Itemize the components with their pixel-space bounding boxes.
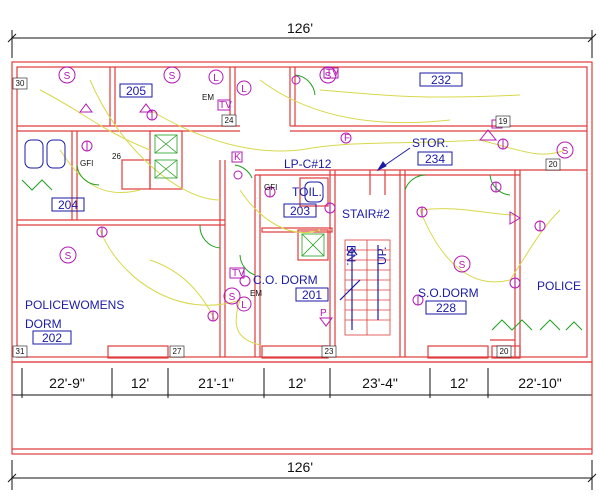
- light-label-2: L: [241, 84, 247, 95]
- segment-dim-2: 12': [131, 375, 149, 391]
- stair-up-label: UP.: [375, 247, 389, 265]
- room-policewomens-name: POLICEWOMENS: [25, 298, 124, 312]
- grid-tag-26: 26: [112, 152, 121, 161]
- p-label: P: [320, 308, 327, 319]
- gfi-label-1: GFI: [80, 159, 93, 168]
- room-202-number: 202: [42, 331, 62, 345]
- room-201-number: 201: [302, 288, 322, 302]
- speaker-label-2: S: [169, 71, 176, 82]
- room-number-boxes: [32, 72, 467, 345]
- top-dimension: [7, 30, 597, 58]
- segment-dim-7: 22'-10": [518, 375, 561, 391]
- speaker-label-5: S: [65, 251, 72, 262]
- grid-tag-27: 27: [173, 347, 182, 356]
- grid-tag-19: 19: [499, 117, 508, 126]
- light-label-1: L: [213, 73, 219, 84]
- wiring-runs: [39, 79, 566, 346]
- room-police-name: POLICE: [537, 279, 581, 293]
- room-204-number: 204: [58, 198, 78, 212]
- grid-tag-24: 24: [225, 116, 234, 125]
- room-stair-name: STAIR#2: [342, 207, 390, 221]
- light-label-3: L: [241, 300, 247, 311]
- speaker-label-1: S: [64, 71, 71, 82]
- segment-dim-3: 21'-1": [198, 375, 234, 391]
- light-symbols: [208, 69, 252, 312]
- grid-tag-23: 23: [325, 347, 334, 356]
- overall-dimension-top: 126': [287, 20, 313, 36]
- segment-dim-5: 23'-4": [362, 375, 398, 391]
- em-label-2: EM: [250, 289, 262, 298]
- grid-tag-20-bottom: 20: [500, 347, 509, 356]
- room-234-number: 234: [425, 152, 445, 166]
- room-co-dorm-name: C.O. DORM: [253, 273, 318, 287]
- toilet-fixtures: [24, 139, 324, 203]
- misc-device-boxes: [79, 67, 521, 327]
- shaft-x-marks: [154, 134, 325, 257]
- panel-label: LP-C#12: [284, 157, 332, 171]
- grid-tag-boxes: [12, 77, 561, 358]
- outlet-symbols: [81, 109, 546, 322]
- room-205-number: 205: [126, 84, 146, 98]
- gfi-label-2: GFI: [264, 183, 277, 192]
- tv-label-2: TV: [326, 68, 339, 79]
- grid-tag-30: 30: [16, 79, 25, 88]
- speaker-label-6: S: [459, 260, 466, 271]
- walls: [11, 61, 593, 455]
- tv-label-1: TV: [219, 100, 232, 111]
- tv-label-3: TV: [232, 268, 245, 279]
- stair-arrows: [339, 245, 379, 330]
- room-203-number: 203: [290, 204, 310, 218]
- overall-dimension-bottom: 126': [287, 459, 313, 475]
- segment-dim-4: 12': [288, 375, 306, 391]
- speaker-label-4: S: [562, 146, 569, 157]
- room-232-number: 232: [431, 73, 451, 87]
- em-label-1: EM: [202, 93, 214, 102]
- stair-dn-label: DN.: [344, 245, 358, 266]
- panel-leader: [376, 147, 411, 172]
- f-label: F: [344, 133, 350, 144]
- speaker-label-3: S: [325, 71, 332, 82]
- segment-dimension-string: [12, 368, 593, 398]
- speaker-label-7: S: [229, 292, 236, 303]
- segment-dim-1: 22'-9": [49, 375, 85, 391]
- segment-dim-6: 12': [450, 375, 468, 391]
- grid-tag-20-top: 20: [549, 160, 558, 169]
- speaker-symbols: [58, 66, 574, 305]
- k-label: K: [234, 152, 241, 163]
- room-toil-name: TOIL.: [292, 185, 322, 199]
- room-dorm-name: DORM: [25, 317, 62, 331]
- room-228-number: 228: [436, 301, 456, 315]
- room-stor-name: STOR.: [412, 136, 448, 150]
- room-so-dorm-name: S.O.DORM: [418, 286, 479, 300]
- bottom-dimension: [7, 460, 597, 490]
- grid-tag-31: 31: [16, 347, 25, 356]
